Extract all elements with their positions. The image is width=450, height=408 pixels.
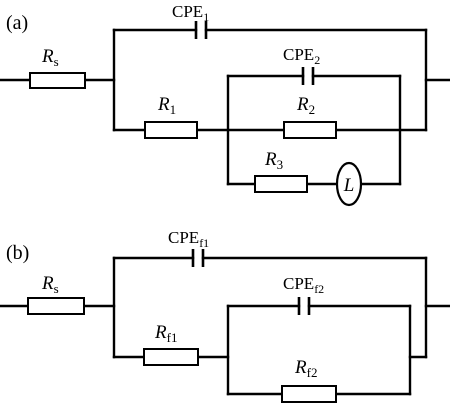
label-rs-a: Rs [41, 46, 59, 69]
label-r2: R2 [296, 94, 315, 117]
panel-a-label: (a) [6, 12, 28, 34]
inductor-l [335, 161, 363, 207]
label-rs-b: Rs [41, 273, 59, 296]
label-rf1: Rf1 [154, 322, 177, 345]
label-rf2: Rf2 [294, 357, 317, 380]
resistor-r3 [254, 175, 308, 193]
label-l: L [343, 175, 355, 196]
label-cpe-f2: CPEf2 [283, 274, 324, 296]
label-cpe-f1: CPEf1 [168, 228, 209, 250]
cpe-f1-element [191, 249, 205, 267]
cpe-f2-element [297, 297, 311, 315]
label-r1: R1 [157, 94, 176, 117]
panel-a-wires [0, 28, 450, 186]
resistor-r2 [283, 121, 337, 139]
cpe1-element [194, 21, 208, 39]
panel-b-label: (b) [6, 242, 29, 264]
resistor-rf1 [143, 348, 199, 366]
resistor-rf2 [281, 385, 337, 403]
panel-b-wires [0, 256, 450, 396]
cpe2-element [301, 67, 315, 85]
resistor-rs-a [29, 72, 86, 89]
label-cpe1: CPE1 [172, 2, 209, 24]
panel-b: (b) Rs [0, 228, 450, 403]
panel-a: (a) [0, 2, 450, 207]
label-cpe2: CPE2 [283, 45, 320, 67]
label-r3: R3 [264, 149, 283, 172]
resistor-rs-b [27, 297, 85, 315]
resistor-r1 [144, 121, 198, 139]
